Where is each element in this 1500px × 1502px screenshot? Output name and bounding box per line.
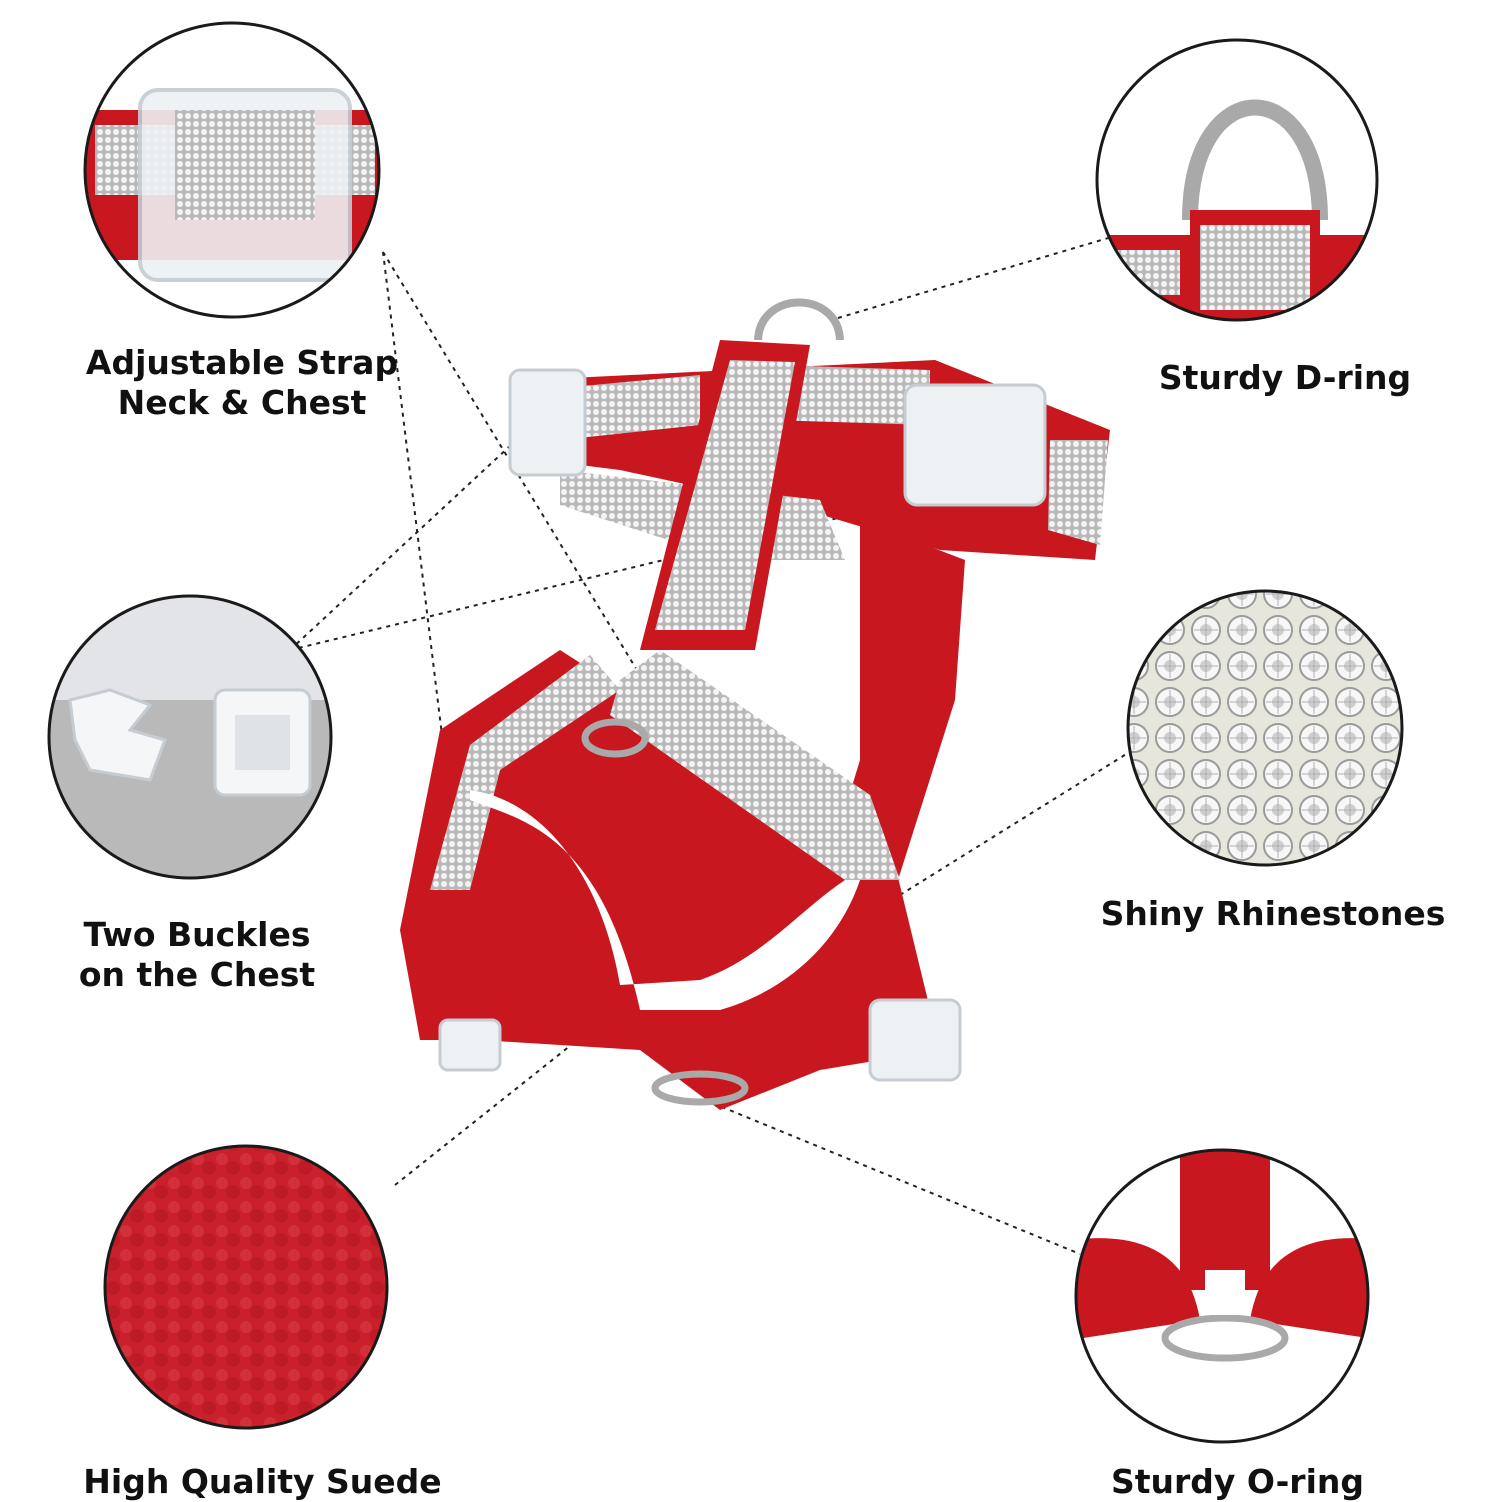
adjustable-strap-line1: Adjustable Strap: [85, 343, 399, 382]
buckle-closeup-icon: [83, 21, 381, 319]
neck-buckle-right: [903, 383, 1047, 507]
two-buckles-line2: on the Chest: [78, 955, 316, 994]
o-ring-closeup-icon: [1074, 1148, 1370, 1444]
adjustable-strap-line2: Neck & Chest: [117, 383, 367, 422]
adjustable-strap-label: Adjustable Strap Neck & Chest: [82, 343, 402, 423]
two-buckles-line1: Two Buckles: [83, 915, 311, 954]
rhinestones-label: Shiny Rhinestones: [1098, 894, 1448, 934]
suede-closeup-icon: [103, 1144, 389, 1430]
suede-label: High Quality Suede: [75, 1462, 450, 1502]
d-ring-closeup-icon: [1095, 38, 1379, 322]
o-ring-bottom: [651, 1070, 749, 1106]
o-ring-line1: Sturdy O-ring: [1111, 1462, 1364, 1501]
o-ring-label: Sturdy O-ring: [1095, 1462, 1380, 1502]
harness-image: [400, 298, 1110, 1110]
two-buckles-label: Two Buckles on the Chest: [62, 915, 332, 995]
d-ring-line1: Sturdy D-ring: [1158, 358, 1412, 397]
neck-buckle-left: [508, 368, 587, 477]
open-buckle-closeup-icon: [47, 594, 333, 880]
suede-line1: High Quality Suede: [83, 1462, 442, 1501]
rhinestones-line1: Shiny Rhinestones: [1100, 894, 1446, 933]
rhinestone-closeup-icon: [1126, 589, 1404, 867]
d-ring-label: Sturdy D-ring: [1140, 358, 1430, 398]
d-ring: [754, 298, 844, 341]
o-ring-top: [581, 718, 649, 758]
